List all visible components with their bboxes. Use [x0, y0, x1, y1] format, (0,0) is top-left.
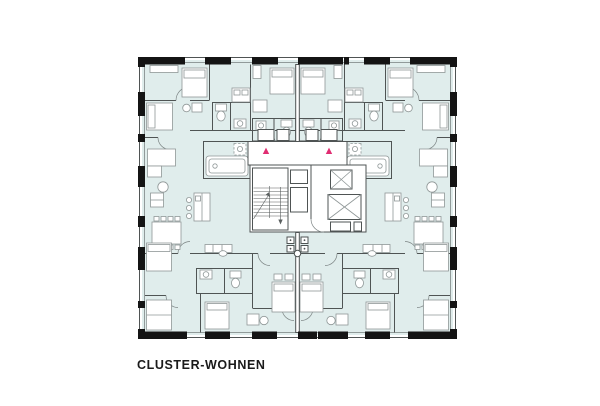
threshold [257, 129, 275, 141]
central-spine-wall [295, 232, 300, 333]
service-boxes [286, 236, 309, 253]
circulation-core [247, 57, 367, 339]
threshold [320, 129, 338, 141]
entrance-marker-icon [325, 147, 333, 154]
threshold [305, 129, 319, 141]
shaft [290, 187, 308, 213]
entrance-marker-icon [262, 147, 270, 154]
duct [353, 221, 362, 232]
center-piers [298, 57, 349, 339]
plan-title: CLUSTER-WOHNEN [137, 358, 266, 372]
entry-corridor [247, 141, 348, 166]
stair-icon [252, 167, 289, 231]
shaft [290, 169, 308, 184]
elevator-icon [327, 194, 362, 220]
duct [330, 221, 351, 232]
elevator-icon [330, 169, 353, 190]
threshold [276, 129, 290, 141]
column-symbol [293, 249, 302, 258]
central-spine-wall [295, 64, 300, 142]
